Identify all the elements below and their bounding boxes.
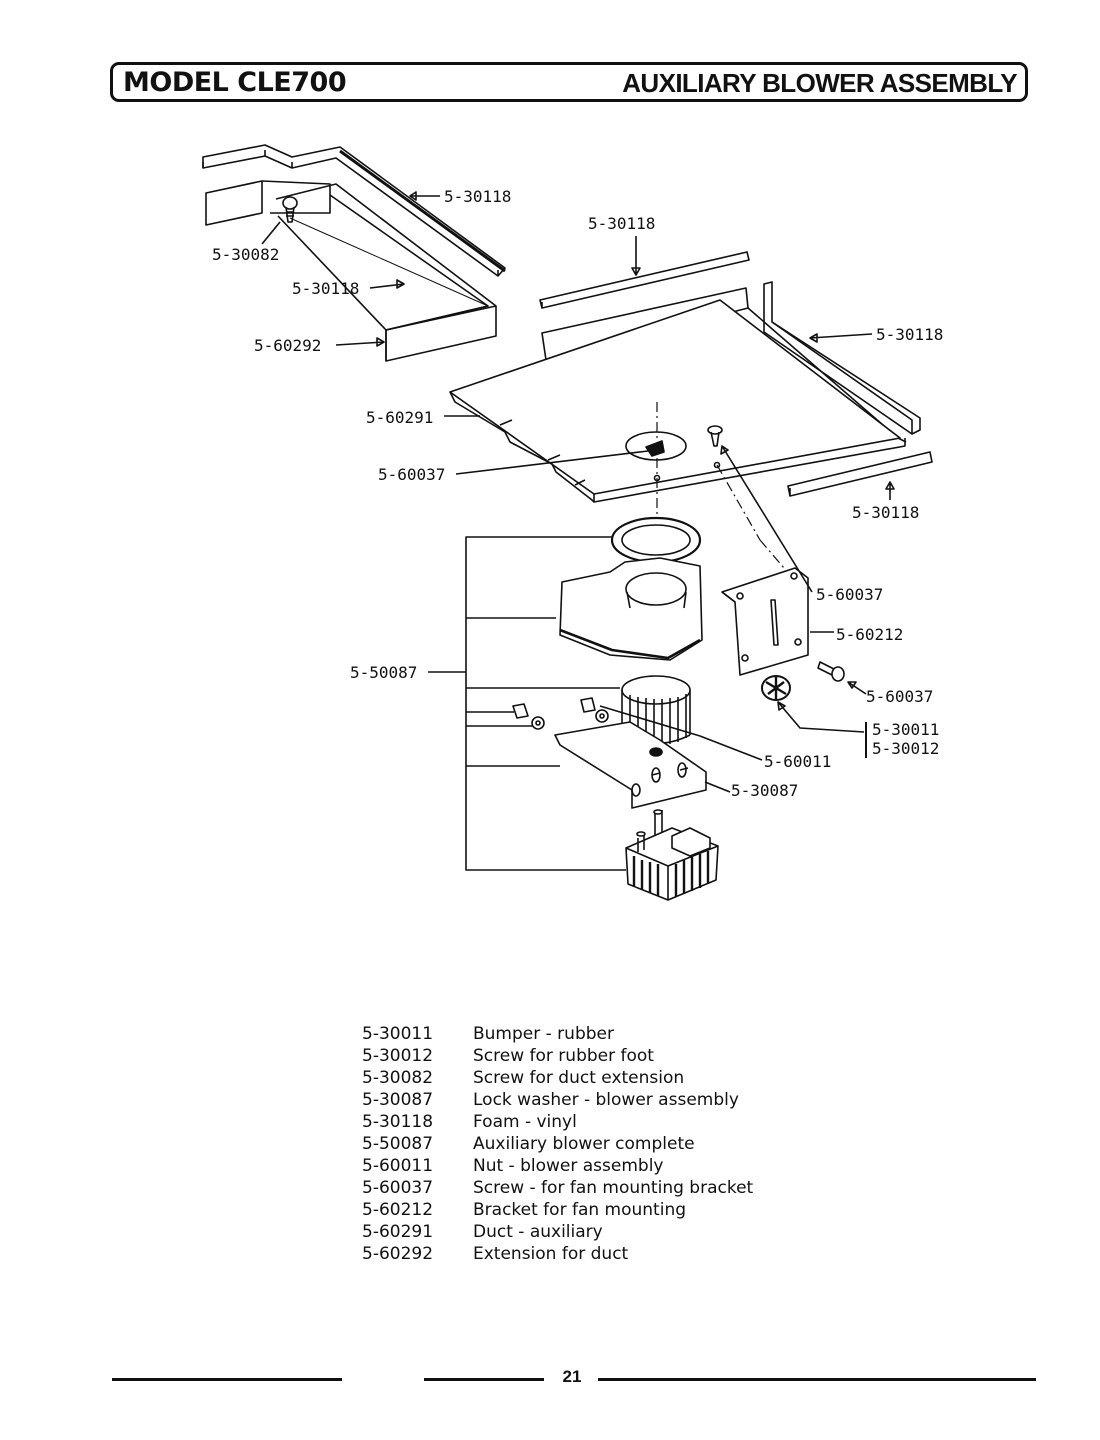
part-number: 5-30087 [362,1090,434,1110]
callout-label: 5-30118 [444,187,511,206]
leader-c5 [631,236,641,276]
callout-label: 5-50087 [350,663,417,682]
leader-c1 [409,191,440,201]
part-description: Auxiliary blower complete [473,1134,695,1154]
blower-motor [625,809,719,901]
part-number: 5-50087 [362,1134,434,1154]
part-description: Screw - for fan mounting bracket [473,1178,754,1198]
callout-label: 5-30082 [212,245,279,264]
callout-label: 5-60037 [866,687,933,706]
foam-strip-bottom-right [787,451,933,497]
duct-screw [707,425,723,447]
leader-c13 [847,681,867,695]
duct-extension [205,180,497,362]
callout-label: 5-30011 [872,720,939,739]
leader-c4 [335,337,385,347]
part-number: 5-30082 [362,1068,434,1088]
callout-label: 5-60037 [816,585,883,604]
exploded-diagram: 5-30118 5-30082 5-30118 5-60292 5-30118 … [202,144,943,901]
part-number: 5-60292 [362,1244,434,1264]
auxiliary-duct [449,287,907,503]
callout-label: 5-30118 [588,214,655,233]
part-description: Nut - blower assembly [473,1156,664,1176]
part-number: 5-30011 [362,1024,434,1044]
part-number: 5-60011 [362,1156,434,1176]
footer-rule-right [598,1378,1036,1381]
callout-label: 5-30012 [872,739,939,758]
bracket-screw [817,661,845,682]
leader-c6 [809,333,873,343]
part-description: Duct - auxiliary [473,1222,603,1242]
callout-label: 5-60212 [836,625,903,644]
part-description: Lock washer - blower assembly [473,1090,739,1110]
part-number: 5-60291 [362,1222,434,1242]
header-box: MODEL CLE700 AUXILIARY BLOWER ASSEMBLY [110,62,1028,102]
callout-label: 5-60291 [366,408,433,427]
section-title: AUXILIARY BLOWER ASSEMBLY [622,68,1017,98]
callout-label: 5-30087 [731,781,798,800]
footer-rule-center [424,1378,544,1381]
part-number: 5-30118 [362,1112,434,1132]
callout-label: 5-30118 [876,325,943,344]
blower-housing [559,557,703,661]
part-description: Screw for duct extension [473,1068,685,1088]
leader-c2 [261,221,281,245]
leader-c14 [777,701,865,733]
fan-mounting-bracket [721,567,809,676]
callout-label: 5-30118 [852,503,919,522]
part-description: Bracket for fan mounting [473,1200,687,1220]
model-title: MODEL CLE700 [123,67,347,98]
part-number: 5-60212 [362,1200,434,1220]
nuts-washers [512,697,609,730]
blower-complete-bracket [428,536,626,871]
part-description: Extension for duct [473,1244,629,1264]
callout-label: 5-60292 [254,336,321,355]
foam-strip-top-center [539,251,750,309]
callout-label: 5-30118 [292,279,359,298]
duct-extension-screw [282,196,298,223]
part-description: Foam - vinyl [473,1112,577,1132]
leader-c3 [369,279,405,289]
leader-c10 [720,445,813,593]
page-number: 21 [562,1367,582,1386]
callout-label: 5-60037 [378,465,445,484]
rubber-bumper [761,675,791,701]
gasket-ring [610,516,702,564]
part-description: Bumper - rubber [473,1024,614,1044]
foam-strip-right [763,281,921,435]
leader-c8 [455,450,649,475]
part-description: Screw for rubber foot [473,1046,654,1066]
part-number: 5-60037 [362,1178,434,1198]
callout-label: 5-60011 [764,752,831,771]
mounting-plate [554,721,707,809]
footer-rule-left [112,1378,342,1381]
leader-c9 [885,481,895,500]
leader-c16 [599,705,763,761]
part-number: 5-30012 [362,1046,434,1066]
foam-strip-top-left [202,144,506,277]
leader-c17 [704,781,731,793]
